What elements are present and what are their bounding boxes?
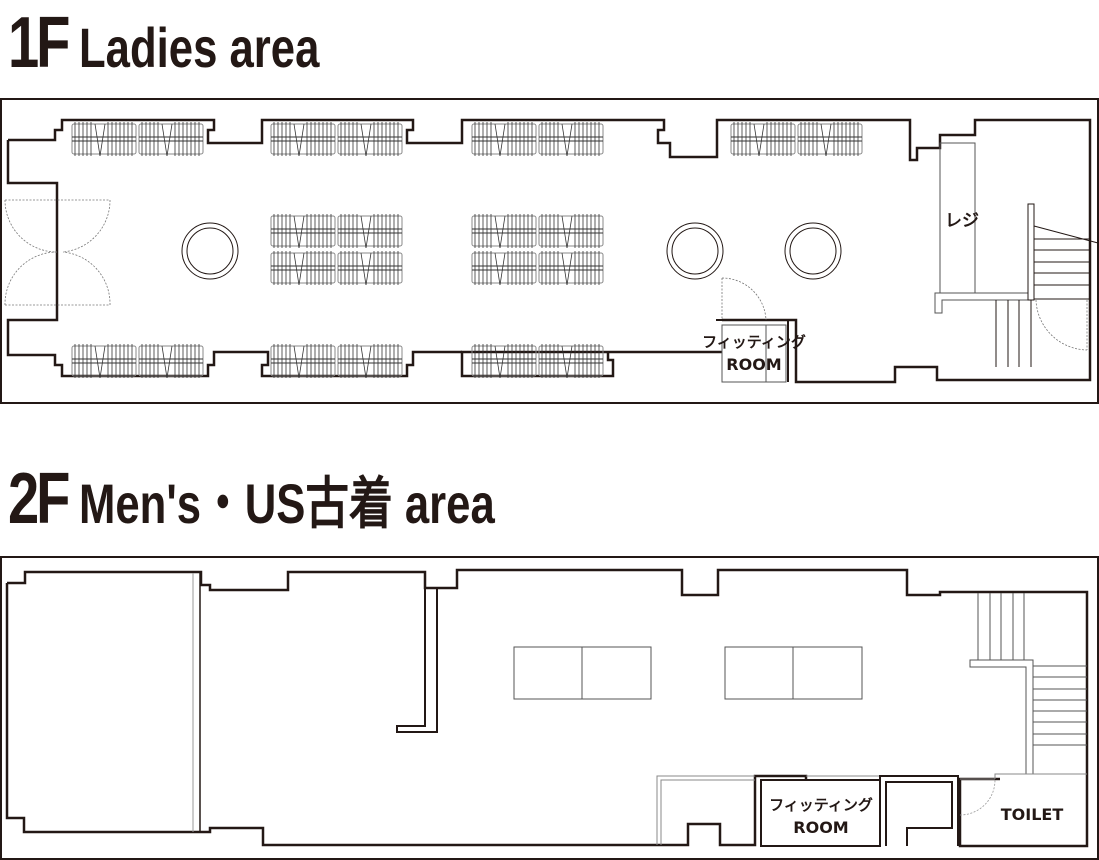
- floor-number-2f: 2F: [8, 459, 70, 539]
- fitting-room-2f[interactable]: フィッティング ROOM: [760, 775, 881, 847]
- floor-border-2f: [0, 556, 1099, 860]
- floor-border-1f: [0, 98, 1099, 404]
- floor-name-1f: Ladies area: [79, 16, 320, 79]
- toilet-door-icon: [959, 779, 996, 816]
- wall-1f-bottom-left: [6, 140, 462, 378]
- toilet-label: TOILET: [1001, 805, 1064, 824]
- fitting-room-label-2f-line2: ROOM: [793, 818, 848, 837]
- floor-plan-1f: フィッティング ROOM レジ: [0, 98, 1099, 404]
- staircase-2f[interactable]: [969, 593, 1087, 775]
- staircase-1f[interactable]: [995, 203, 1099, 367]
- register-counter: レジ: [934, 142, 1029, 314]
- wall-2f-main: [7, 568, 1089, 848]
- floor-number-1f: 1F: [8, 3, 70, 83]
- wall-1f-main: [8, 118, 1092, 384]
- storage-compartment-2f: [656, 775, 755, 845]
- fitting-room-label-1f-line1: フィッティング: [702, 333, 806, 351]
- entrance-door-icon[interactable]: [4, 199, 111, 306]
- display-tables-2f: [513, 646, 863, 700]
- partition-wall-2f: [396, 588, 438, 733]
- floor-title-2f: 2F Men's・US古着 area: [8, 458, 612, 540]
- register-label: レジ: [945, 211, 979, 231]
- fitting-room-label-2f-line1: フィッティング: [769, 796, 873, 814]
- floor-plan-2f: フィッティング ROOM: [0, 556, 1099, 860]
- floor-name-2f: Men's・US古着 area: [79, 472, 495, 535]
- wall-2f-bottom: [5, 583, 808, 847]
- small-room-2f: [879, 775, 959, 846]
- round-tables-1f: [181, 222, 842, 280]
- floor-title-1f: 1F Ladies area: [8, 2, 387, 84]
- fitting-door-icon: [721, 277, 767, 321]
- fitting-room-1f[interactable]: フィッティング ROOM: [702, 277, 806, 383]
- toilet-room[interactable]: TOILET: [959, 773, 1087, 824]
- fitting-room-label-1f-line2: ROOM: [726, 355, 781, 374]
